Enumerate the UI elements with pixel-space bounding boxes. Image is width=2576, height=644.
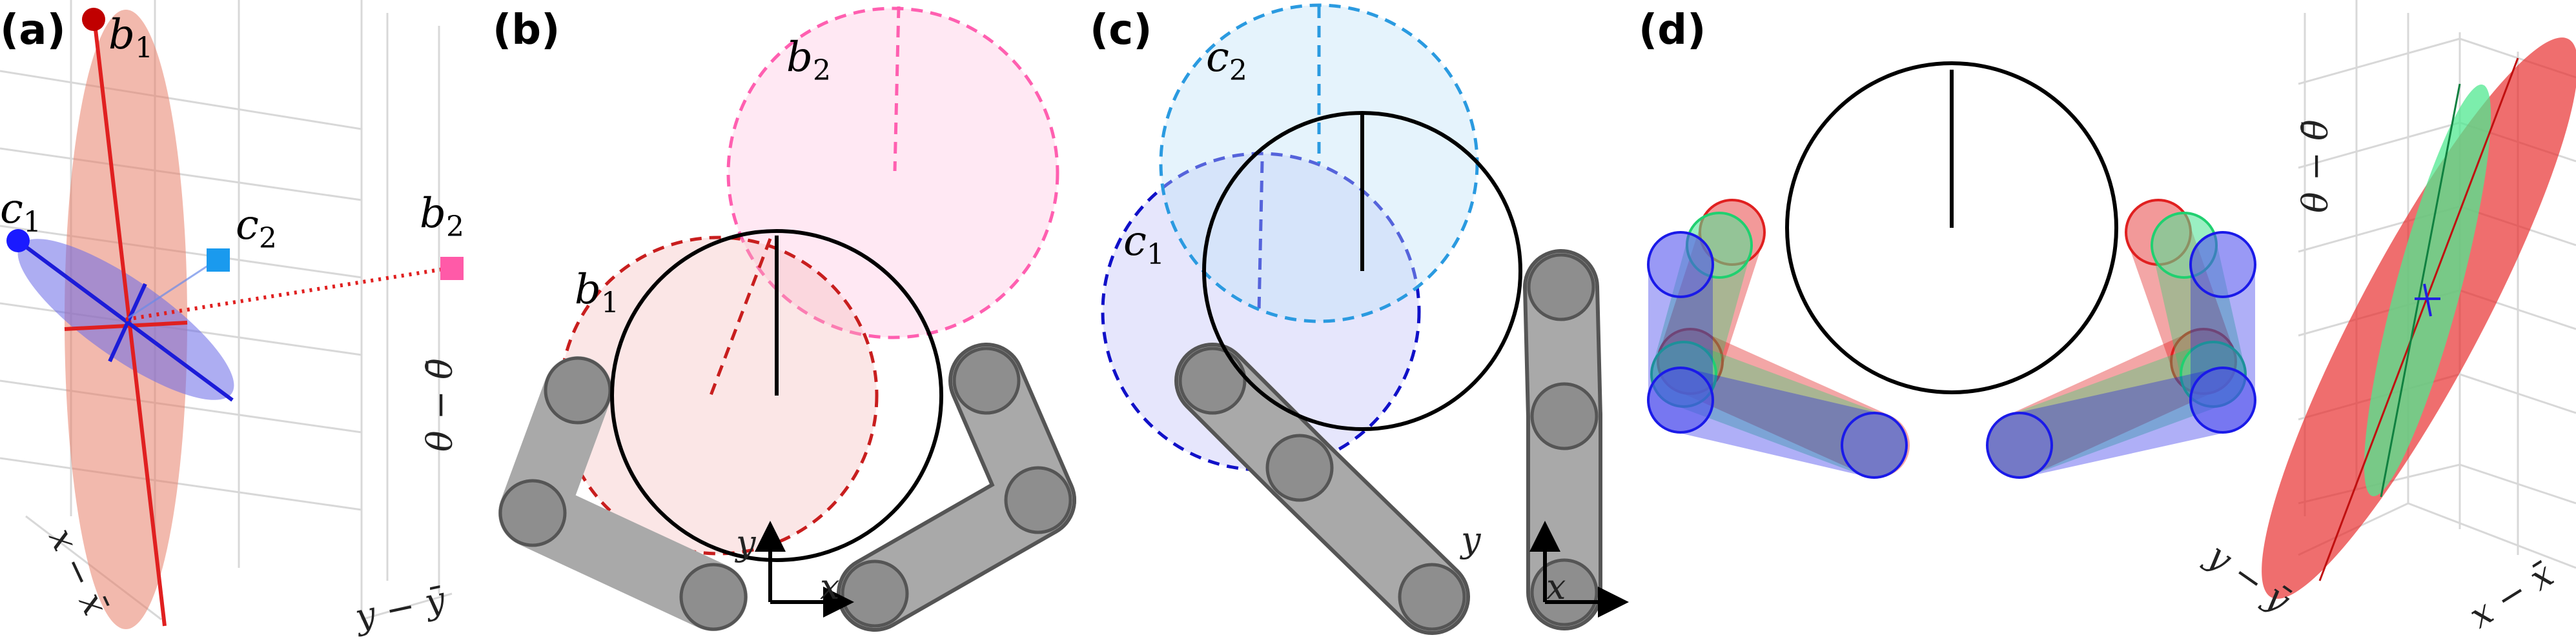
b2-orientation-line [893, 6, 901, 172]
panel-label-d: (d) [1639, 6, 1706, 54]
c-axis-minor [108, 283, 147, 363]
axis-label-x-b: x [820, 567, 839, 607]
label-c1-circle: c1 [1123, 217, 1165, 271]
panel-label-c: (c) [1090, 6, 1152, 54]
axis-label-x-c: x [1546, 567, 1566, 607]
left-finger-c [1174, 343, 1470, 635]
right-finger-green [1987, 212, 2247, 478]
green-axis-d [2380, 83, 2461, 498]
b2-sample-circle [726, 6, 1059, 339]
axis-label-theta-a: θ − θ̄ [420, 358, 460, 452]
c2-point [207, 248, 230, 272]
axis-label-theta-d: θ − θ̄ [2295, 119, 2336, 213]
right-finger-red [1987, 199, 2237, 478]
right-finger-c [1523, 249, 1602, 630]
right-finger-b [837, 343, 1076, 632]
label-c2: c2 [236, 201, 277, 255]
right-finger-configs-d [1986, 199, 2256, 479]
c1-orientation-line [1257, 161, 1264, 312]
axis-label-y-c: y [1460, 519, 1482, 560]
red-axis-d [2318, 57, 2519, 581]
b2-point [440, 257, 464, 280]
c-axis-major [18, 240, 234, 402]
axis-label-y-b: y [735, 523, 757, 563]
blue-cross-d-2 [2423, 283, 2432, 317]
panel-d: (d) θ − θ̄ y − ȳ x − x̄ [1639, 0, 2576, 636]
label-b2-circle: b2 [786, 34, 831, 87]
label-b1: b1 [108, 11, 153, 65]
object-circle-b [610, 229, 943, 562]
b1-sample-circle [558, 236, 879, 556]
panel-b: (b) b2 b1 x y [493, 6, 1076, 632]
left-finger-blue [1647, 231, 1908, 479]
label-b2: b2 [420, 190, 464, 243]
axis-label-y-a: y − ȳ [351, 579, 450, 638]
label-b1-circle: b1 [575, 266, 619, 319]
object-circle-d [1785, 61, 2118, 394]
label-c2-circle: c2 [1206, 34, 1247, 87]
panel-label-b: (b) [493, 6, 560, 54]
c1-point [6, 229, 30, 252]
left-finger-b [498, 356, 748, 631]
panel-c: (c) c2 c1 x y [1090, 3, 1629, 635]
covariance-ellipsoid-green-d [2364, 84, 2491, 497]
left-finger-configs-d [1647, 199, 1910, 479]
right-finger-blue [1986, 231, 2256, 479]
axis-label-x-d: x − x̄ [2462, 554, 2561, 636]
panel-label-a: (a) [0, 6, 66, 54]
label-c1: c1 [0, 185, 41, 239]
b1-point [82, 8, 105, 31]
b2-offset-line [125, 266, 453, 321]
panel-a: (a) b1 c1 c2 b2 θ − θ̄ x − x̄ y − ȳ [0, 0, 464, 638]
b1-orientation-line [708, 238, 772, 397]
c1-c2-connector [125, 257, 220, 321]
